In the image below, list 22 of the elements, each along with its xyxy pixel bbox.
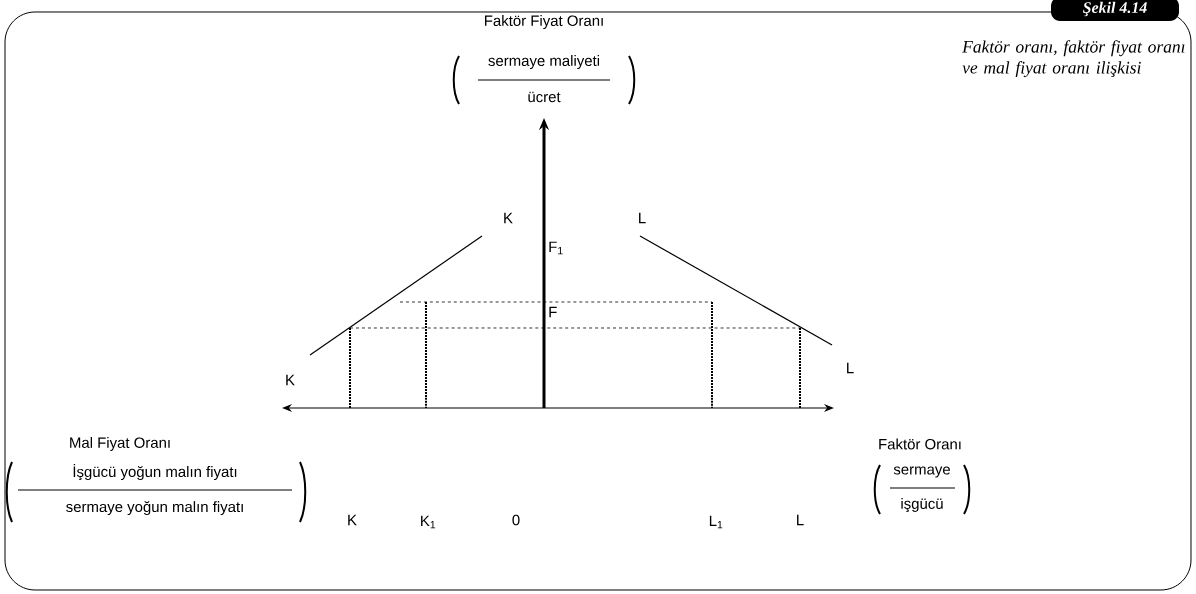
tick-label: K$_{1}$ xyxy=(421,515,436,529)
axis-label: F$_{1}$ xyxy=(549,241,563,255)
tick-label: L xyxy=(797,514,804,526)
axis-title: Faktör Fiyat Oranı xyxy=(485,15,603,29)
fraction-denominator: işgücü xyxy=(901,498,943,512)
curve-label: L xyxy=(639,212,646,224)
axis-title: Faktör Oranı xyxy=(879,438,961,450)
fraction-numerator: sermaye xyxy=(893,466,950,478)
tick-label: L$_{1}$ xyxy=(709,515,723,529)
fraction-numerator: sermaye maliyeti xyxy=(488,55,600,69)
caption: Faktör oranı, faktör fiyat oranı ve mal fiyat oranı ilişkisi xyxy=(962,40,1185,78)
curve-label: K xyxy=(504,212,513,224)
fraction-numerator: İşgücü yoğun malın fiyatı xyxy=(73,463,237,481)
tick-label: 0 xyxy=(512,514,520,526)
curve-label: L xyxy=(847,362,854,374)
curve-label: K xyxy=(286,374,295,386)
axis-title: Mal Fiyat Oranı xyxy=(70,437,170,451)
fraction-denominator: ücret xyxy=(528,91,561,103)
figure-badge: Şekil 4.14 xyxy=(1051,0,1179,21)
axis-label: F xyxy=(549,306,557,318)
tick-label: K xyxy=(348,514,357,526)
fraction-denominator: sermaye yoğun malın fiyatı xyxy=(66,500,243,516)
